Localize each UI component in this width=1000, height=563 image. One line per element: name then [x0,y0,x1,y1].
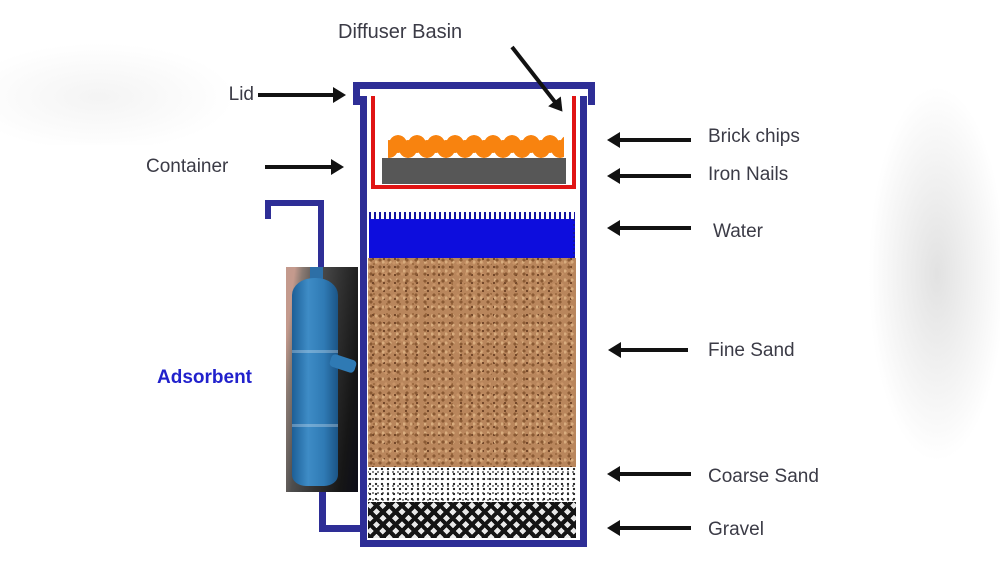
scan-shadow-right [860,40,1000,560]
brick-chips-label: Brick chips [708,126,800,147]
water-label: Water [713,221,763,242]
adsorbent-photo [286,267,358,492]
water-surface [369,212,575,219]
cylinder-joint-lower [292,424,338,427]
diffuser-basin-shape [371,96,576,189]
container-label: Container [146,156,229,177]
iron-nails-layer [382,158,566,184]
diffuser-basin-label: Diffuser Basin [338,21,463,43]
adsorbent-label: Adsorbent [157,367,252,388]
fine-sand-arrow [608,342,688,358]
iron-nails-arrow [607,168,691,184]
fine-sand-label: Fine Sand [708,340,795,361]
gravel-arrow [607,520,691,536]
outlet-pipe-riser [318,200,324,270]
container-arrow [265,159,344,175]
lid-shape [353,82,595,105]
iron-nails-label: Iron Nails [708,164,789,185]
outlet-pipe-spout [265,200,271,219]
cylinder-joint-upper [292,350,338,353]
water-arrow [607,220,691,236]
brick-chips-layer [388,135,564,159]
fine-sand-layer [368,258,576,467]
coarse-sand-arrow [607,466,691,482]
gravel-label: Gravel [708,519,764,540]
gravel-layer [368,502,576,538]
outlet-pipe-top [265,200,324,206]
scan-shadow-left [0,25,330,145]
lid-label: Lid [228,84,254,105]
lid-arrow [258,87,346,103]
water-layer [369,219,575,258]
brick-chips-arrow [607,132,691,148]
container-shape [360,96,587,547]
adsorbent-cylinder [292,278,338,486]
inlet-pipe-drop [319,488,326,532]
inlet-pipe-to-container [319,525,365,532]
coarse-sand-label: Coarse Sand [708,466,819,487]
coarse-sand-layer [368,467,576,502]
